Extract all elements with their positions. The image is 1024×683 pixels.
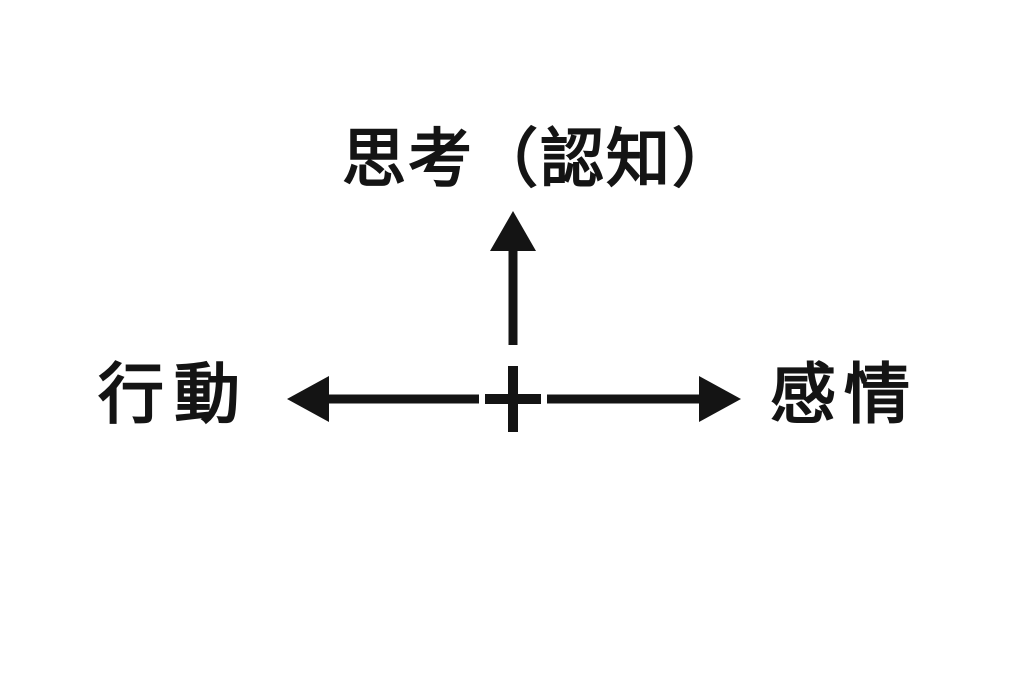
label-emotion: 感情 — [770, 356, 918, 433]
label-thinking-cognition: 思考（認知） — [342, 123, 738, 197]
arrow-right — [547, 376, 741, 422]
arrow-left — [287, 376, 479, 422]
center-cross — [485, 366, 541, 432]
arrow-up — [490, 211, 536, 345]
label-behavior: 行動 — [98, 356, 250, 433]
